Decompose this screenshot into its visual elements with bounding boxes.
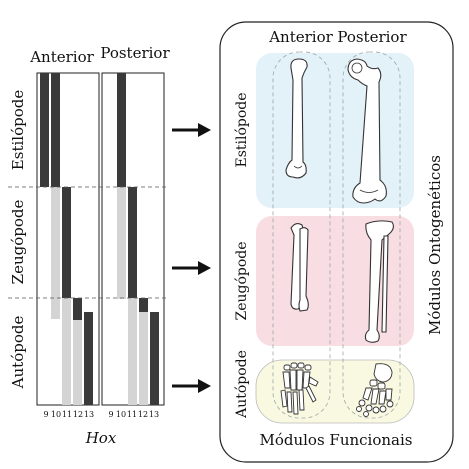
left-header-posterior: Posterior bbox=[100, 44, 170, 62]
arrow-right-icon bbox=[172, 123, 211, 137]
hox-bar-anterior-12-dark bbox=[73, 298, 82, 320]
hox-bar-anterior-13 bbox=[84, 312, 93, 405]
hox-number-posterior-11: 11 bbox=[127, 410, 137, 419]
hox-bar-anterior-10-stylopod bbox=[51, 73, 60, 187]
zeugopod-module-bg bbox=[256, 216, 414, 346]
hox-number-posterior-9: 9 bbox=[108, 410, 113, 419]
hox-bar-anterior-11-autopod bbox=[62, 298, 71, 405]
left-label-autopod: Autópode bbox=[9, 316, 27, 390]
right-panel: Anterior Posterior Estilópode Zeugópode … bbox=[219, 21, 454, 463]
left-label-zeugopod: Zeugópode bbox=[9, 200, 27, 285]
hox-number-anterior-10: 10 bbox=[51, 410, 61, 419]
tibia-fibula-icon bbox=[364, 220, 395, 343]
radius-ulna-icon bbox=[290, 222, 309, 312]
hox-number-anterior-11: 11 bbox=[62, 410, 72, 419]
right-header-anterior: Anterior bbox=[268, 28, 333, 46]
hox-bar-posterior-11-autopod bbox=[128, 298, 137, 405]
left-header-anterior: Anterior bbox=[29, 48, 94, 66]
hox-number-posterior-10: 10 bbox=[116, 410, 126, 419]
ontogenetic-modules-title: Módulos Ontogenéticos bbox=[426, 155, 444, 335]
femur-icon bbox=[347, 58, 387, 204]
right-header-posterior: Posterior bbox=[337, 28, 407, 46]
hox-number-anterior-9: 9 bbox=[43, 410, 48, 419]
hox-bar-posterior-13 bbox=[150, 312, 159, 405]
hand-icon bbox=[280, 362, 319, 415]
hox-bar-anterior-10-zeugopod bbox=[51, 187, 60, 319]
humerus-icon bbox=[285, 58, 308, 179]
functional-modules-title: Módulos Funcionais bbox=[259, 431, 412, 449]
hox-bar-anterior-9 bbox=[40, 73, 49, 187]
hox-axis-title: Hox bbox=[85, 429, 117, 447]
right-label-zeugopod: Zeugópode bbox=[234, 241, 250, 320]
hox-number-posterior-13: 13 bbox=[149, 410, 159, 419]
hox-bar-anterior-12-light bbox=[73, 320, 82, 405]
right-label-autopod: Autópode bbox=[234, 350, 250, 419]
arrow-right-icon bbox=[172, 379, 211, 393]
left-label-stylopod: Estilópode bbox=[9, 90, 27, 171]
hox-bar-posterior-10-zeugopod bbox=[117, 187, 126, 299]
hox-bar-anterior-11-zeugopod bbox=[62, 187, 71, 298]
arrow-right-icon bbox=[172, 261, 211, 275]
hox-bar-posterior-10-stylopod bbox=[117, 73, 126, 187]
hox-bar-posterior-11-zeugopod bbox=[128, 187, 137, 298]
foot-icon bbox=[356, 363, 394, 417]
stylopod-module-bg bbox=[256, 53, 414, 208]
anterior-module-outline bbox=[272, 51, 331, 419]
hox-bar-posterior-12-dark bbox=[139, 298, 148, 312]
left-panel: Anterior Posterior Estilópode Zeugópode … bbox=[8, 44, 170, 447]
hox-number-anterior-13: 13 bbox=[84, 410, 94, 419]
hox-number-posterior-12: 12 bbox=[138, 410, 148, 419]
posterior-module-outline bbox=[342, 51, 401, 419]
right-label-stylopod: Estilópode bbox=[234, 92, 250, 167]
hox-bar-posterior-12-light bbox=[139, 312, 148, 405]
hox-number-anterior-12: 12 bbox=[73, 410, 83, 419]
